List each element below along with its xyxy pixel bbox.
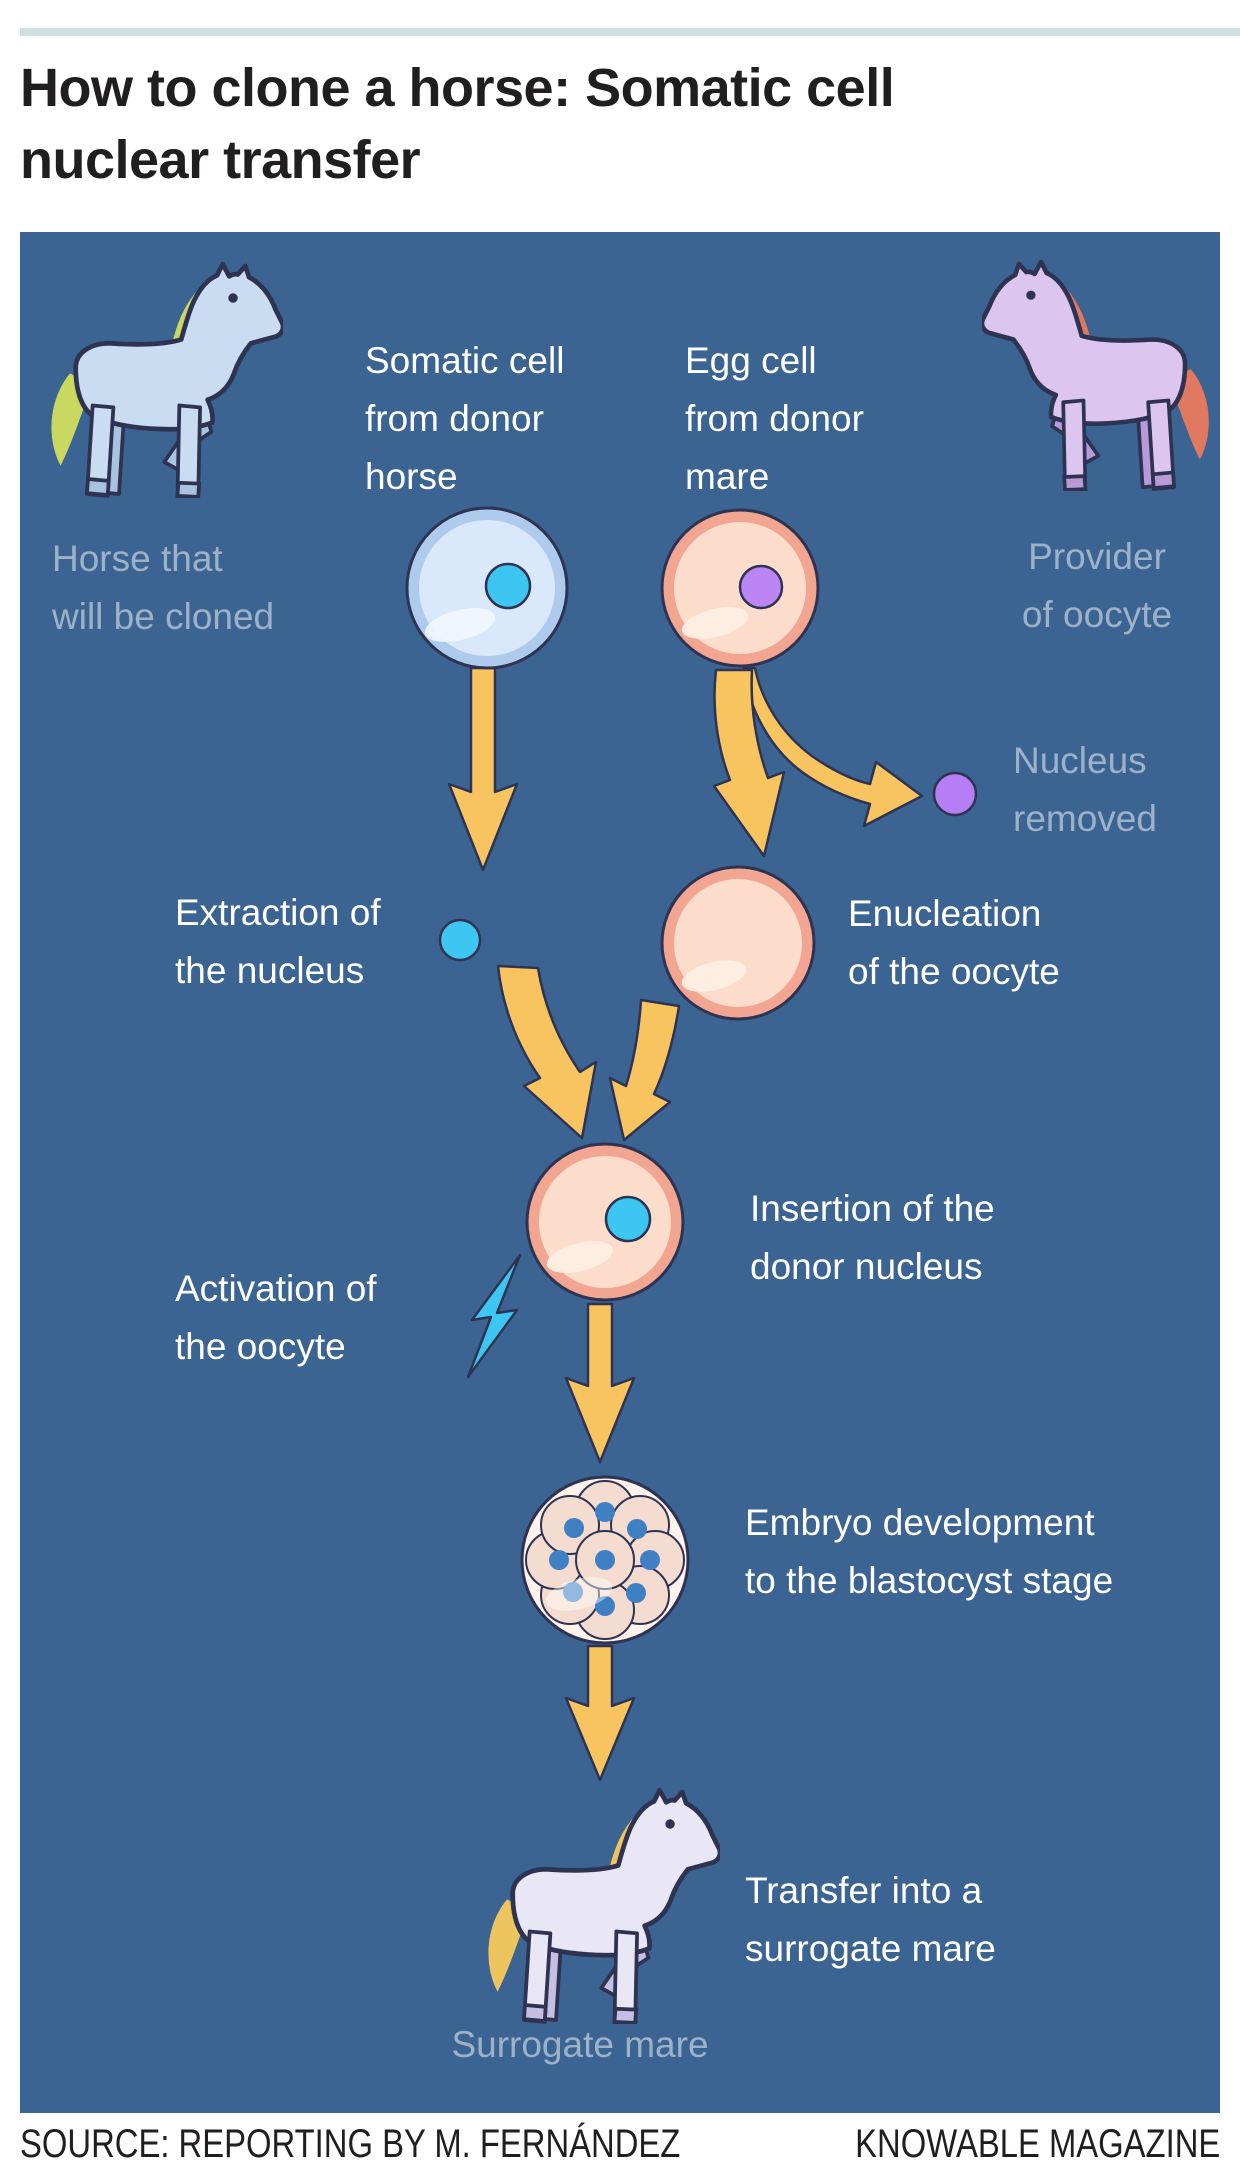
label-line: Horse that	[52, 538, 223, 579]
label-line: Provider	[1028, 536, 1166, 577]
label-line: from donor	[685, 398, 864, 439]
accent-bar	[20, 28, 1240, 36]
arrow-oocyte-to-cell	[608, 998, 681, 1142]
label-extraction: Extraction of the nucleus	[175, 884, 381, 1000]
removed-nucleus-dot	[932, 771, 978, 817]
label-line: from donor	[365, 398, 544, 439]
label-activation: Activation of the oocyte	[175, 1260, 377, 1376]
blastocyst-illustration	[520, 1475, 690, 1645]
label-line: the oocyte	[175, 1326, 346, 1367]
enucleated-oocyte-illustration	[660, 865, 816, 1021]
label-line: donor nucleus	[750, 1246, 983, 1287]
horse-eye	[665, 1819, 675, 1829]
surrogate-mare-illustration	[488, 1788, 720, 2024]
label-line: Nucleus	[1013, 740, 1147, 781]
egg-nucleus	[738, 564, 784, 610]
publisher-credit: KNOWABLE MAGAZINE	[854, 2122, 1220, 2166]
label-line: Enucleation	[848, 893, 1042, 934]
label-enucleation: Enucleation of the oocyte	[848, 885, 1060, 1001]
page-title: How to clone a horse: Somatic cell nucle…	[20, 58, 895, 190]
inserted-donor-nucleus	[604, 1195, 652, 1243]
arrow-egg-down	[712, 668, 786, 858]
label-line: of the oocyte	[848, 951, 1060, 992]
label-line: of oocyte	[1021, 594, 1173, 635]
arrow-egg-to-nucleus	[742, 666, 924, 828]
label-nucleus-removed: Nucleus removed	[1013, 732, 1157, 848]
caption-donor-horse: Horse that will be cloned	[52, 530, 274, 646]
somatic-nucleus	[484, 562, 532, 610]
caption-oocyte-mare: Provider of oocyte	[962, 528, 1232, 644]
flow-arrows-layer	[438, 666, 978, 1782]
egg-cell-illustration	[660, 508, 820, 668]
horse-eye	[1026, 290, 1036, 300]
label-line: horse	[365, 456, 458, 497]
label-line: Activation of	[175, 1268, 377, 1309]
footer: SOURCE: REPORTING BY M. FERNÁNDEZ KNOWAB…	[0, 2122, 1240, 2170]
label-line: Insertion of the	[750, 1188, 995, 1229]
label-line: the nucleus	[175, 950, 365, 991]
label-line: Surrogate mare	[451, 2024, 709, 2065]
diagram-panel: Somatic cell from donor horse Egg cell f…	[20, 232, 1220, 2113]
arrow-blastocyst-to-mare	[564, 1644, 636, 1782]
somatic-cell-illustration	[405, 506, 569, 670]
label-line: mare	[685, 456, 770, 497]
source-credit: SOURCE: REPORTING BY M. FERNÁNDEZ	[20, 2122, 681, 2166]
extracted-nucleus-dot	[438, 918, 482, 962]
lightning-bolt-icon	[466, 1253, 522, 1379]
oocyte-mare-illustration	[982, 260, 1209, 491]
label-insertion: Insertion of the donor nucleus	[750, 1180, 995, 1296]
arrow-somatic-down	[447, 666, 519, 872]
arrow-cell-to-blastocyst	[564, 1302, 636, 1464]
reconstructed-cell-illustration	[525, 1142, 685, 1302]
arrow-nucleus-to-cell	[496, 964, 598, 1140]
label-line: Somatic cell	[365, 340, 565, 381]
horse-eye	[228, 293, 238, 303]
label-egg-cell: Egg cell from donor mare	[685, 332, 864, 506]
label-line: Transfer into a	[745, 1870, 983, 1911]
label-transfer: Transfer into a surrogate mare	[745, 1862, 996, 1978]
label-line: removed	[1013, 798, 1157, 839]
label-embryo: Embryo development to the blastocyst sta…	[745, 1494, 1113, 1610]
label-line: Egg cell	[685, 340, 817, 381]
label-line: Embryo development	[745, 1502, 1095, 1543]
label-line: Extraction of	[175, 892, 381, 933]
caption-surrogate-mare: Surrogate mare	[430, 2016, 730, 2074]
donor-horse-illustration	[51, 262, 283, 498]
label-line: to the blastocyst stage	[745, 1560, 1114, 1601]
label-somatic-cell: Somatic cell from donor horse	[365, 332, 564, 506]
label-line: will be cloned	[52, 596, 275, 637]
label-line: surrogate mare	[745, 1928, 996, 1969]
